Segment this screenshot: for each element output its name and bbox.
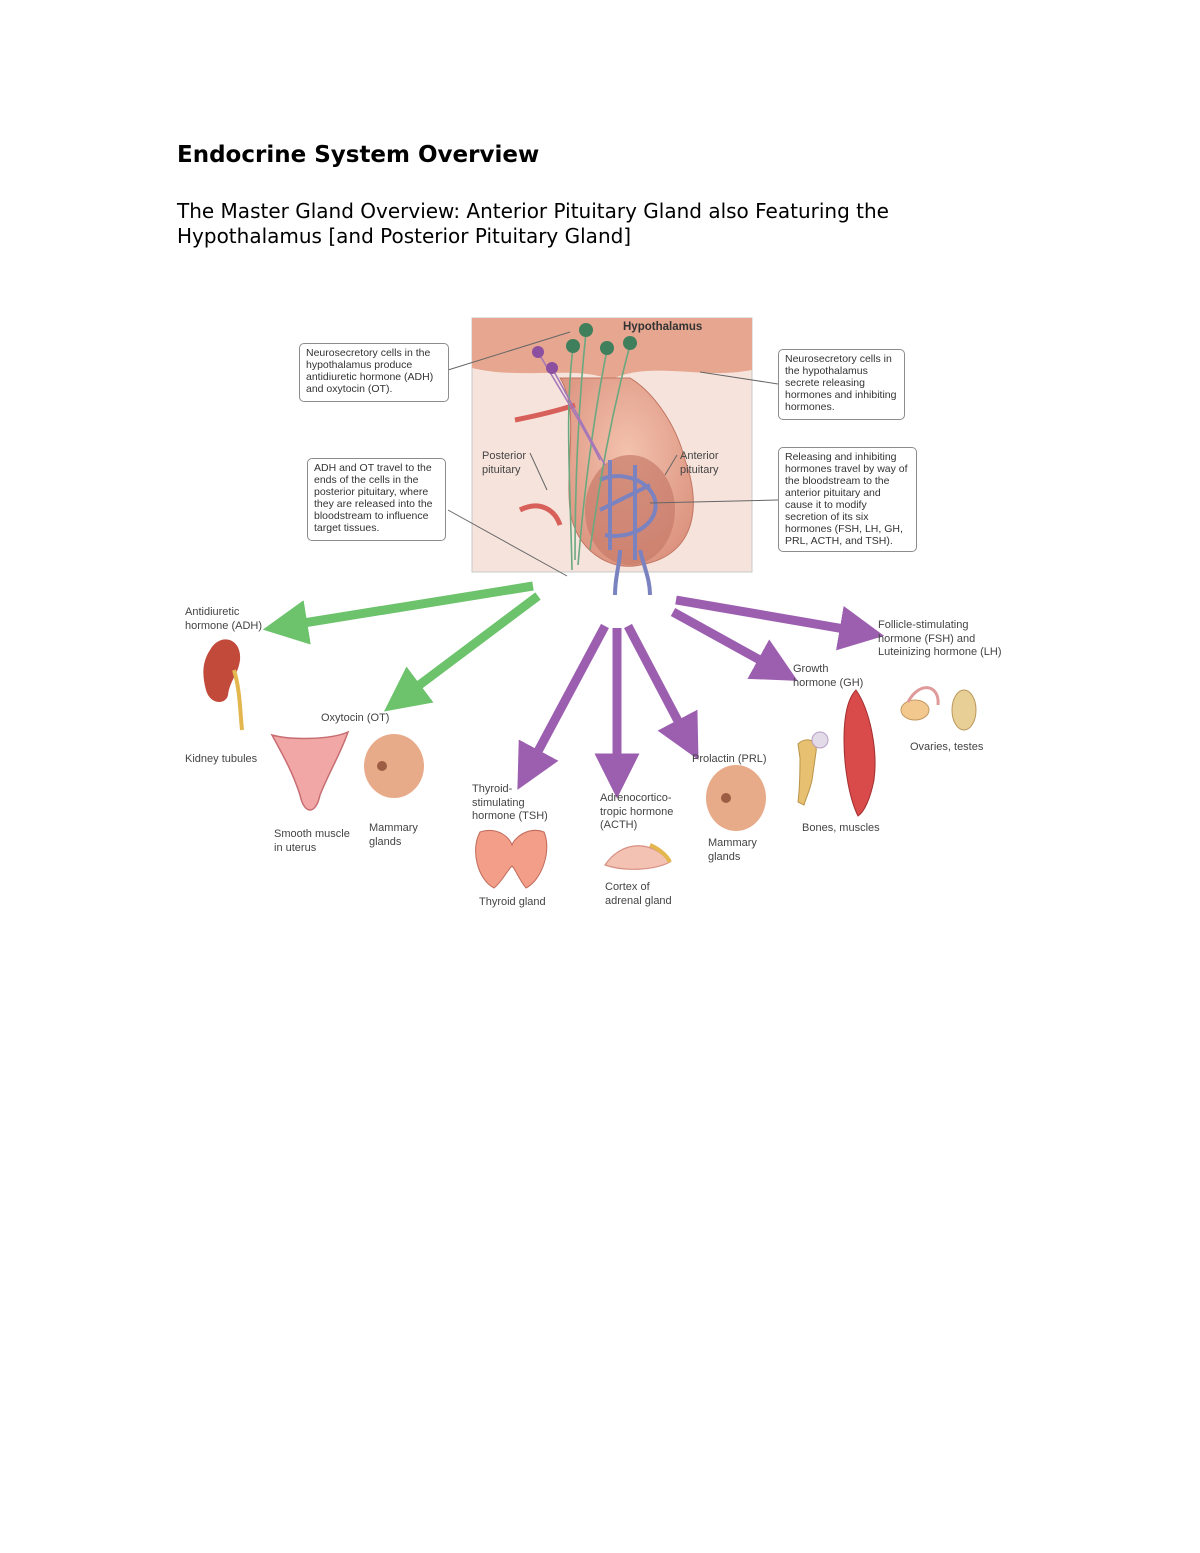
neuron-axons-purple <box>537 351 606 466</box>
gonads-illustration <box>900 686 977 731</box>
adh-arrow <box>262 581 534 645</box>
uterus-illustration <box>270 730 350 811</box>
thyroid-illustration <box>475 830 548 889</box>
callout-neurosecretory-adh: Neurosecretory cells in the hypothalamus… <box>299 343 449 402</box>
thyroid-target-label: Thyroid gland <box>479 896 546 908</box>
tsh-arrow <box>517 623 609 790</box>
callout-releasing-travel: Releasing and inhibiting hormones travel… <box>778 447 917 552</box>
callout-neurosecretory-releasing: Neurosecretory cells in the hypothalamus… <box>778 349 905 420</box>
gh-arrow <box>670 608 798 681</box>
bone-illustration <box>797 731 829 806</box>
document-title: Endocrine System Overview <box>177 142 540 168</box>
hypothalamus-label: Hypothalamus <box>623 321 703 333</box>
uterus-target-label: Smooth muscle in uterus <box>274 828 350 854</box>
fsh-lh-arrow <box>675 595 885 651</box>
mammary-ot-target-label: Mammary glands <box>369 822 418 848</box>
anterior-hormone-arrows <box>517 595 885 799</box>
kidney-illustration <box>203 639 244 731</box>
gh-hormone-label: Growth hormone (GH) <box>793 663 864 689</box>
capillary-network <box>599 460 658 596</box>
fsh-lh-hormone-label: Follicle-stimulating hormone (FSH) and L… <box>878 619 1002 658</box>
leader-lines <box>447 331 779 577</box>
ot-arrow <box>384 592 541 712</box>
document-subtitle: The Master Gland Overview: Anterior Pitu… <box>177 199 889 248</box>
adh-hormone-label: Antidiuretic hormone (ADH) <box>185 606 263 632</box>
anterior-pituitary-label: Anterior pituitary <box>680 450 719 476</box>
pituitary-figure: Hypothalamus Posterior pituitary Anterio… <box>180 310 1020 920</box>
adrenal-illustration <box>604 843 672 870</box>
acth-hormone-label: Adrenocortico- tropic hormone (ACTH) <box>600 792 674 831</box>
posterior-hormone-arrows <box>262 581 541 712</box>
mammary-illustration-ot <box>364 734 424 798</box>
neuron-axons <box>567 331 631 571</box>
prl-arrow <box>624 623 699 760</box>
tsh-hormone-label: Thyroid- stimulating hormone (TSH) <box>472 783 548 822</box>
prl-hormone-label: Prolactin (PRL) <box>692 753 767 765</box>
ot-hormone-label: Oxytocin (OT) <box>321 712 390 724</box>
gonads-target-label: Ovaries, testes <box>910 741 984 753</box>
neurosecretory-cell-bodies <box>532 323 637 374</box>
muscle-illustration <box>843 689 876 817</box>
pituitary-diagram <box>203 317 977 889</box>
posterior-pituitary-label: Posterior pituitary <box>482 450 527 476</box>
mammary-prl-target-label: Mammary glands <box>708 837 757 863</box>
anterior-lobe <box>585 455 675 565</box>
kidney-target-label: Kidney tubules <box>185 753 258 765</box>
bones-target-label: Bones, muscles <box>802 822 880 834</box>
callout-adh-ot-travel: ADH and OT travel to the ends of the cel… <box>307 458 446 541</box>
mammary-illustration-prl <box>706 765 766 831</box>
adrenal-target-label: Cortex of adrenal gland <box>605 881 672 907</box>
